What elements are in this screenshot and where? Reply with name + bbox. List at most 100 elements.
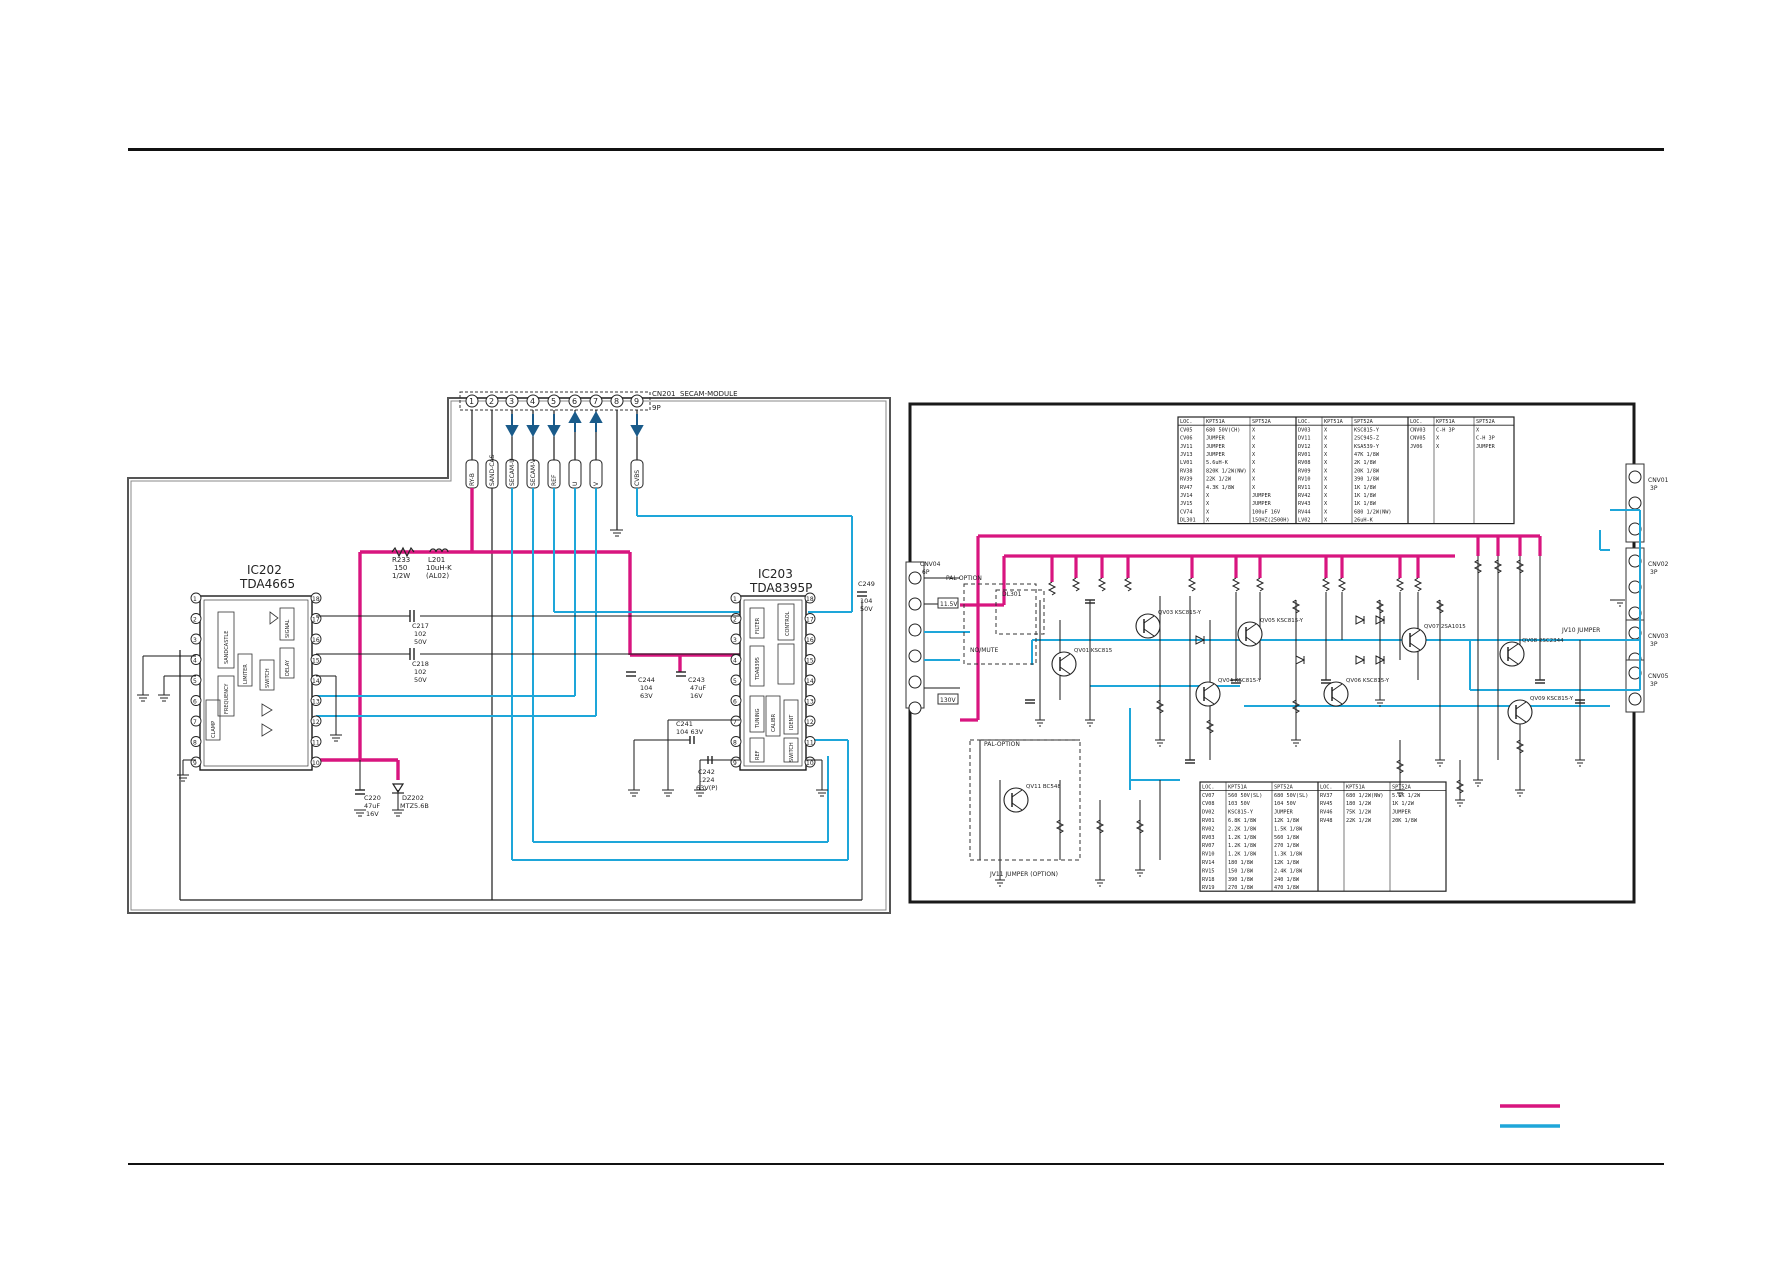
svg-text:50V: 50V <box>414 676 427 684</box>
table-cell: X <box>1252 452 1256 458</box>
ic-pin-number: 3 <box>193 637 197 644</box>
table-cell: 26uH-K <box>1354 518 1374 524</box>
ic-pin <box>190 715 202 727</box>
table-cell: C-H 3P <box>1436 427 1455 433</box>
ic-pin-number: 14 <box>806 678 814 685</box>
table-cell: LV01 <box>1180 460 1193 466</box>
right-connector-pins: 3P <box>1650 485 1658 492</box>
table-header: LOC. <box>1202 784 1215 790</box>
cnv04-pin <box>908 571 922 585</box>
r233: R233 150 1/2W <box>391 546 415 580</box>
ic-pin-number: 9 <box>193 760 197 767</box>
magenta-nets <box>316 488 740 780</box>
svg-text:10uH-K: 10uH-K <box>426 564 452 572</box>
ic-pin <box>190 736 202 747</box>
right-magenta-nets <box>960 534 1542 722</box>
signal-tag-label: V <box>593 481 600 486</box>
header-rule <box>128 148 1664 151</box>
ic-pin-number: 12 <box>806 719 814 726</box>
table-cell: 20K 1/8W <box>1392 818 1418 824</box>
table-cell: CV74 <box>1180 509 1193 515</box>
cnv04-pin <box>908 597 922 611</box>
svg-text:L201: L201 <box>428 556 445 564</box>
svg-text:MTZ5.6B: MTZ5.6B <box>400 802 429 810</box>
table-cell: RV18 <box>1202 877 1215 883</box>
table-cell: X <box>1324 452 1328 458</box>
ic-pin-number: 17 <box>312 617 320 624</box>
ic-pin <box>804 654 816 665</box>
table-cell: CNV05 <box>1410 436 1426 442</box>
table-header: KPT51A <box>1436 419 1456 425</box>
table-cell: X <box>1324 436 1328 442</box>
table-cell: CV05 <box>1180 427 1193 433</box>
ic-pin <box>730 715 742 727</box>
svg-text:FILTER: FILTER <box>755 617 761 634</box>
rail-label-130v: 130V <box>940 697 956 704</box>
ic-pin-number: 5 <box>733 678 737 685</box>
ic-pin-number: 12 <box>312 719 320 726</box>
svg-text:150: 150 <box>394 564 407 572</box>
table-cell: 470 1/8W <box>1274 885 1300 891</box>
table-cell: RV48 <box>1320 818 1333 824</box>
table-cell: 560 50V(SL) <box>1228 793 1262 799</box>
cn201-pin <box>568 394 582 408</box>
table-cell: RV43 <box>1298 501 1311 507</box>
ic-pin-number: 11 <box>312 740 320 747</box>
cn201-pin-label: 2 <box>489 397 494 406</box>
table-cell: 15OHZ(2500H) <box>1252 518 1289 524</box>
svg-text:50V: 50V <box>414 638 427 646</box>
table-cell: JV14 <box>1180 493 1193 499</box>
right-connector-ref: CNV02 <box>1648 561 1669 568</box>
table-cell: RV07 <box>1202 843 1215 849</box>
table-header: LOC. <box>1410 419 1423 425</box>
svg-text:1/2W: 1/2W <box>392 572 410 580</box>
table-cell: JUMPER <box>1206 452 1226 458</box>
dz202-ref: DZ202 <box>402 794 424 802</box>
table-header: KPT51A <box>1324 419 1344 425</box>
transistor-label: QV05 KSC815-Y <box>1260 618 1304 624</box>
table-cell: 270 1/8W <box>1274 843 1300 849</box>
c220-ref: C220 <box>364 794 381 802</box>
diode-glyph <box>1295 655 1306 665</box>
svg-text:104 63V: 104 63V <box>676 728 704 736</box>
transistor-label: QV01 KSC815 <box>1074 648 1113 654</box>
right-connector-ref: CNV05 <box>1648 673 1669 680</box>
table-cell: 2.4K 1/8W <box>1274 868 1303 874</box>
table-cell: 680 1/2W(NW) <box>1354 509 1391 515</box>
resistor-glyph <box>1413 577 1423 592</box>
c242-ref: C242 <box>698 768 715 776</box>
ic-pin <box>804 736 816 747</box>
table-cell: 1.2K 1/8W <box>1228 843 1257 849</box>
table-header: SPT52A <box>1392 784 1412 790</box>
cyan-nets <box>316 488 853 861</box>
ic-pin-number: 11 <box>806 740 814 747</box>
right-connector-pin <box>1628 496 1642 510</box>
cn201-pin-label: 1 <box>469 397 474 406</box>
signal-tag-label: CVBS <box>634 470 641 486</box>
resistor-glyph <box>1375 599 1385 614</box>
svg-text:102: 102 <box>414 668 426 676</box>
table-cell: X <box>1252 468 1256 474</box>
table-cell: RV10 <box>1202 852 1215 858</box>
resistor-glyph <box>1337 577 1347 592</box>
table-header: LOC. <box>1180 419 1193 425</box>
resistor-glyph <box>1055 819 1065 834</box>
resistor-glyph <box>1435 599 1445 614</box>
resistor-glyph <box>1493 559 1503 574</box>
ic-pin <box>310 633 322 645</box>
table-cell: X <box>1252 427 1256 433</box>
resistor-glyph <box>1095 819 1105 834</box>
svg-text:SIGNAL: SIGNAL <box>285 619 291 638</box>
table-cell: X <box>1324 427 1328 433</box>
table-cell: X <box>1252 436 1256 442</box>
table-cell: JV15 <box>1180 501 1193 507</box>
label-jv10: JV10 JUMPER <box>1561 627 1600 634</box>
ic-pin-number: 1 <box>193 596 197 603</box>
table-cell: 75K 1/2W <box>1346 810 1372 816</box>
cn201-pin-label: 6 <box>572 397 577 406</box>
svg-text:6P: 6P <box>922 569 930 576</box>
